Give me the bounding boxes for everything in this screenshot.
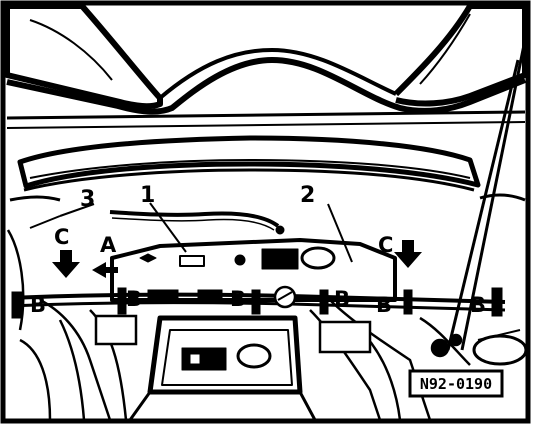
callout-3: 3 — [80, 187, 95, 212]
leader-2 — [327, 203, 353, 263]
figure-id: N92-0190 — [420, 375, 492, 393]
callout-1: 1 — [140, 183, 155, 208]
leader-1 — [149, 202, 187, 253]
leader-3 — [59, 203, 95, 217]
label-b-2: B — [126, 287, 142, 311]
engine-cover — [128, 315, 317, 421]
wiring-harness — [11, 285, 506, 319]
label-c-right: C — [378, 233, 393, 257]
washer-hose — [109, 210, 285, 235]
label-b-3: B — [230, 287, 246, 311]
engine-compartment — [110, 238, 397, 302]
bonnet — [4, 3, 528, 129]
label-b-6: B — [470, 293, 486, 317]
plenum-panel — [9, 135, 526, 202]
callout-2: 2 — [300, 183, 315, 208]
leader-lines — [29, 202, 353, 263]
arrow-a — [92, 262, 118, 278]
label-c-left: C — [54, 225, 69, 249]
right-components — [309, 299, 528, 421]
label-a: A — [100, 233, 117, 257]
figure-id-box: N92-0190 — [408, 369, 504, 398]
label-b-1: B — [30, 293, 46, 317]
leader-3b — [29, 215, 61, 229]
arrow-c-right — [394, 240, 422, 268]
label-b-4: B — [334, 287, 350, 311]
arrow-c-left — [52, 250, 80, 278]
arrows — [52, 240, 422, 278]
label-b-5: B — [376, 293, 392, 317]
left-components — [6, 229, 138, 421]
